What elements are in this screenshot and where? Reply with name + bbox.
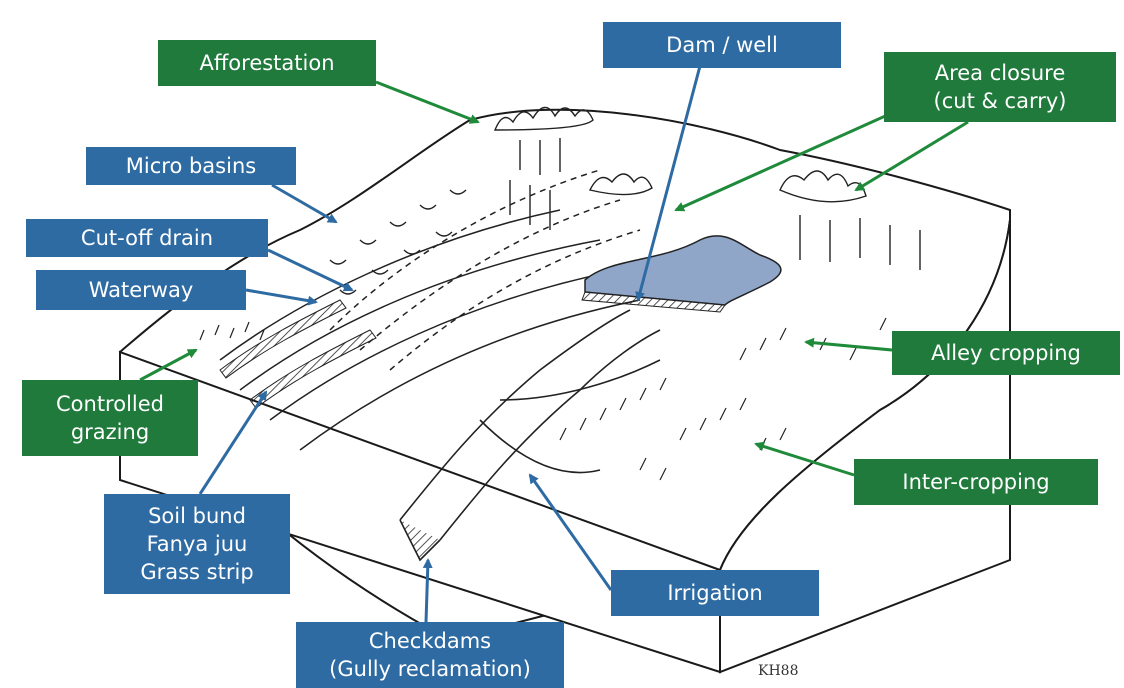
label-afforestation: Afforestation	[158, 40, 376, 86]
grazing-marks	[199, 321, 265, 341]
label-soil-bund: Soil bund Fanya juu Grass strip	[104, 494, 290, 594]
label-irrigation-text: Irrigation	[667, 581, 763, 605]
micro-basin-marks	[329, 189, 467, 295]
arrow-inter-cropping	[754, 441, 855, 477]
label-area-closure-line-1: Area closure	[934, 61, 1066, 85]
artist-signature: KH88	[758, 663, 799, 679]
label-cutoff-drain: Cut-off drain	[26, 219, 268, 257]
dam-wall	[581, 291, 726, 313]
label-waterway: Waterway	[36, 270, 246, 310]
arrow-irrigation	[528, 473, 613, 591]
arrow-dam-well	[635, 65, 702, 302]
label-soil-bund-line-2: Fanya juu	[146, 532, 248, 556]
label-afforestation-text: Afforestation	[199, 51, 335, 75]
label-area-closure-line-2: (cut & carry)	[933, 89, 1067, 113]
label-area-closure: Area closure (cut & carry)	[884, 52, 1116, 122]
label-waterway-text: Waterway	[88, 278, 194, 302]
block-right-face	[719, 219, 1011, 674]
label-inter-cropping: Inter-cropping	[854, 459, 1098, 505]
soil-bunds	[219, 299, 377, 409]
arrow-controlled-grazing	[139, 348, 198, 382]
label-soil-bund-line-1: Soil bund	[148, 504, 246, 528]
label-controlled-grazing-line-1: Controlled	[56, 392, 164, 416]
arrow-waterway	[245, 288, 318, 306]
trees	[493, 106, 921, 270]
arrow-area-closure-1	[674, 102, 913, 212]
label-checkdams-line-1: Checkdams	[368, 629, 492, 653]
terraces	[219, 169, 641, 451]
arrow-checkdams	[422, 558, 433, 623]
arrow-soil-bund	[198, 390, 268, 495]
label-alley-cropping-text: Alley cropping	[931, 341, 1081, 365]
dam-water	[584, 235, 782, 306]
label-micro-basins: Micro basins	[86, 147, 296, 185]
label-irrigation: Irrigation	[611, 570, 819, 616]
gully	[399, 309, 661, 562]
label-dam-well: Dam / well	[603, 22, 841, 68]
label-inter-cropping-text: Inter-cropping	[902, 470, 1050, 494]
label-controlled-grazing-line-2: grazing	[70, 420, 150, 444]
arrow-area-closure-2	[854, 120, 969, 192]
arrow-alley-cropping	[804, 337, 893, 352]
label-cutoff-drain-text: Cut-off drain	[80, 226, 214, 250]
label-micro-basins-text: Micro basins	[125, 154, 257, 178]
label-dam-well-text: Dam / well	[666, 33, 778, 57]
label-soil-bund-line-3: Grass strip	[140, 560, 254, 584]
arrow-micro-basins	[271, 183, 338, 224]
terrain-block	[118, 108, 1011, 674]
arrow-cutoff-drain	[267, 248, 354, 292]
label-alley-cropping: Alley cropping	[892, 331, 1120, 375]
label-checkdams: Checkdams (Gully reclamation)	[296, 622, 564, 688]
annotation-arrows	[139, 65, 969, 623]
arrow-afforestation	[375, 80, 480, 124]
label-controlled-grazing: Controlled grazing	[22, 380, 198, 456]
label-checkdams-line-2: (Gully reclamation)	[329, 657, 531, 681]
crop-marks	[559, 317, 887, 481]
